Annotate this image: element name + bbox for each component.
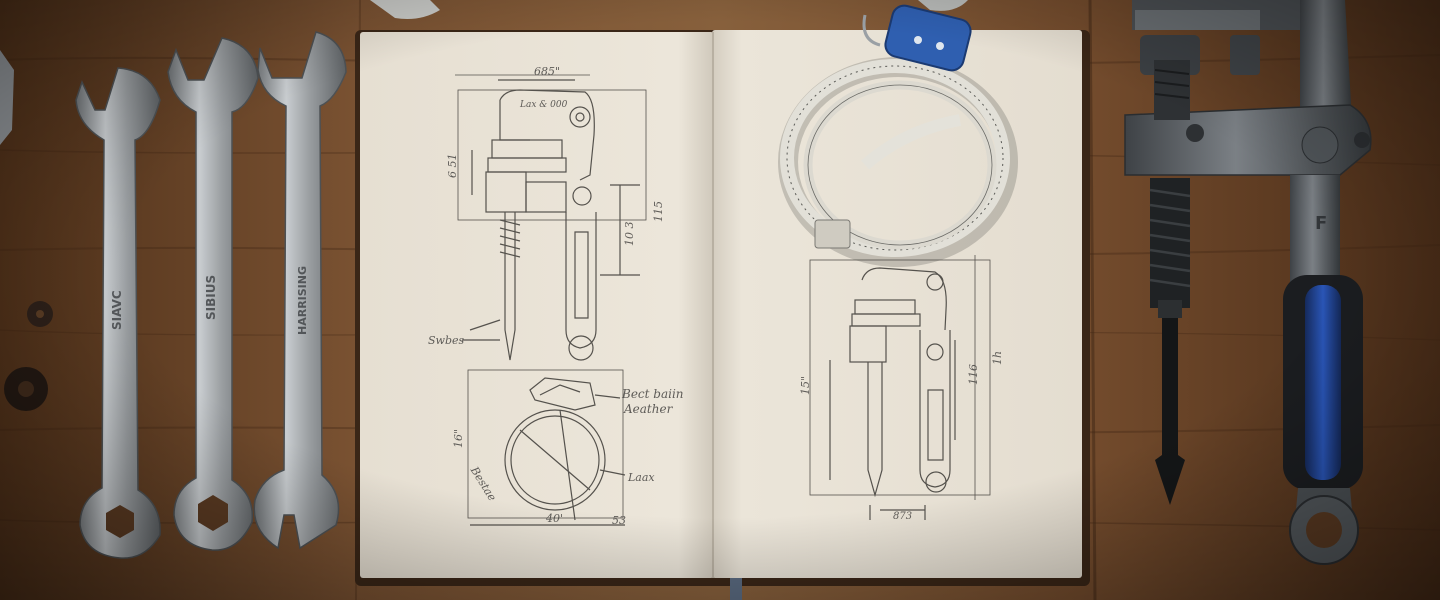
note-tape-note: Laax [628,471,655,484]
note-right-left: 15" [799,375,812,395]
wrench-1-stamp: SIAVC [110,290,124,330]
note-bottom-a: 40' [546,512,564,525]
wrench-3-stamp: HARRISING [296,265,309,335]
note-screws: Swbes [428,334,465,347]
note-right-bottom: 873 [893,511,913,522]
note-side-right-a: 115 [652,201,665,222]
note-side-left: 6 51 [446,153,459,179]
note-right-b: 1h [991,350,1004,365]
note-bottom-b: 53 [612,514,626,527]
note-top-dimension: 685" [534,65,561,78]
note-right-a: 116 [967,364,980,385]
wrench-2-stamp: SIBIUS [204,274,218,320]
note-callout: Lax & 000 [520,100,568,110]
note-side-right-b: 10 3 [623,221,636,247]
note-tape-side: 16" [452,428,465,448]
note-tape-a: Bect baiin [622,387,684,401]
clamp-stamp: F [1315,213,1328,234]
note-tape-b: Aeather [624,402,673,416]
